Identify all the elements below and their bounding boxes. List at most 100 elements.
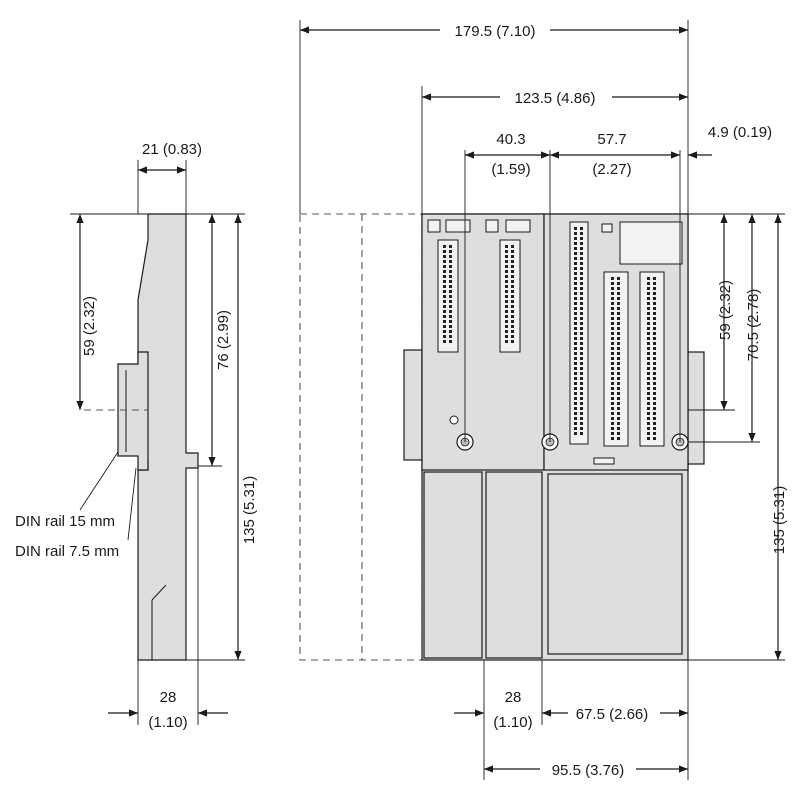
- connector-pin: [580, 262, 583, 265]
- top-tab-2: [445, 219, 471, 233]
- connector-pin: [611, 427, 614, 430]
- connector-pin: [617, 397, 620, 400]
- connector-pin: [511, 290, 514, 293]
- connector-pin: [611, 292, 614, 295]
- connector-pin: [653, 437, 656, 440]
- connector-pin: [653, 292, 656, 295]
- connector-pin: [653, 377, 656, 380]
- connector-pin: [611, 312, 614, 315]
- connector-block-5: [639, 271, 665, 447]
- connector-pin: [580, 377, 583, 380]
- connector-pin: [574, 352, 577, 355]
- connector-pin: [443, 270, 446, 273]
- connector-pin: [505, 245, 508, 248]
- connector-pin: [449, 270, 452, 273]
- connector-pin: [505, 310, 508, 313]
- connector-pin: [511, 335, 514, 338]
- connector-pin: [505, 285, 508, 288]
- connector-pin: [449, 300, 452, 303]
- connector-pin: [574, 247, 577, 250]
- connector-pin: [647, 417, 650, 420]
- connector-pin: [574, 252, 577, 255]
- connector-pin: [617, 352, 620, 355]
- connector-pin: [574, 332, 577, 335]
- side-28-label-bottom: (1.10): [148, 714, 187, 731]
- connector-pin: [647, 402, 650, 405]
- connector-pin: [505, 280, 508, 283]
- connector-pin: [653, 347, 656, 350]
- connector-pins: [443, 227, 656, 440]
- connector-pin: [505, 265, 508, 268]
- connector-pin: [611, 352, 614, 355]
- connector-pin: [443, 250, 446, 253]
- connector-pin: [617, 427, 620, 430]
- connector-pin: [574, 312, 577, 315]
- connector-pin: [653, 427, 656, 430]
- connector-pin: [653, 402, 656, 405]
- connector-pin: [647, 437, 650, 440]
- connector-pin: [653, 307, 656, 310]
- connector-pin: [449, 295, 452, 298]
- connector-pin: [653, 317, 656, 320]
- connector-pin: [611, 362, 614, 365]
- side-depth-label: 21 (0.83): [142, 141, 202, 158]
- connector-pin: [580, 272, 583, 275]
- connector-pin: [617, 342, 620, 345]
- connector-pin: [580, 387, 583, 390]
- connector-pin: [653, 357, 656, 360]
- connector-pin: [617, 312, 620, 315]
- connector-pin: [574, 267, 577, 270]
- connector-pin: [449, 280, 452, 283]
- connector-pin: [574, 382, 577, 385]
- connector-pin: [617, 302, 620, 305]
- connector-pin: [611, 372, 614, 375]
- connector-pin: [449, 305, 452, 308]
- connector-pin: [653, 372, 656, 375]
- connector-pin: [611, 282, 614, 285]
- dim-57-7-label-top: 57.7: [597, 131, 626, 148]
- connector-pin: [617, 367, 620, 370]
- connector-pin: [653, 352, 656, 355]
- connector-pin: [443, 260, 446, 263]
- connector-pin: [611, 422, 614, 425]
- din-rail-7-5-label: DIN rail 7.5 mm: [15, 543, 119, 560]
- connector-pin: [580, 407, 583, 410]
- connector-pin: [653, 412, 656, 415]
- connector-pin: [580, 337, 583, 340]
- lower-middle-panel: [485, 471, 543, 659]
- connector-pin: [617, 437, 620, 440]
- front-view: 179.5 (7.10) 123.5 (4.86) 40.3 (1.59) 57…: [299, 20, 788, 780]
- connector-pin: [611, 332, 614, 335]
- connector-pin: [505, 255, 508, 258]
- side-135-label: 135 (5.31): [241, 476, 258, 544]
- connector-pin: [611, 407, 614, 410]
- connector-pin: [611, 307, 614, 310]
- connector-pin: [574, 342, 577, 345]
- connector-pin: [617, 287, 620, 290]
- connector-pin: [653, 337, 656, 340]
- connector-pin: [653, 282, 656, 285]
- connector-pin: [647, 392, 650, 395]
- connector-pin: [511, 285, 514, 288]
- connector-pin: [580, 282, 583, 285]
- connector-pin: [647, 302, 650, 305]
- connector-pin: [580, 357, 583, 360]
- connector-pin: [574, 377, 577, 380]
- connector-pin: [580, 417, 583, 420]
- connector-pin: [449, 330, 452, 333]
- connector-pin: [617, 322, 620, 325]
- front-28-label-top: 28: [505, 689, 522, 706]
- connector-pin: [647, 332, 650, 335]
- connector-pin: [511, 300, 514, 303]
- connector-pin: [574, 402, 577, 405]
- connector-pin: [617, 417, 620, 420]
- connector-pin: [617, 407, 620, 410]
- connector-pin: [611, 382, 614, 385]
- connector-pin: [449, 310, 452, 313]
- connector-pin: [653, 432, 656, 435]
- total-width-label: 179.5 (7.10): [455, 23, 536, 40]
- connector-pin: [511, 270, 514, 273]
- connector-pin: [580, 277, 583, 280]
- connector-pin: [511, 320, 514, 323]
